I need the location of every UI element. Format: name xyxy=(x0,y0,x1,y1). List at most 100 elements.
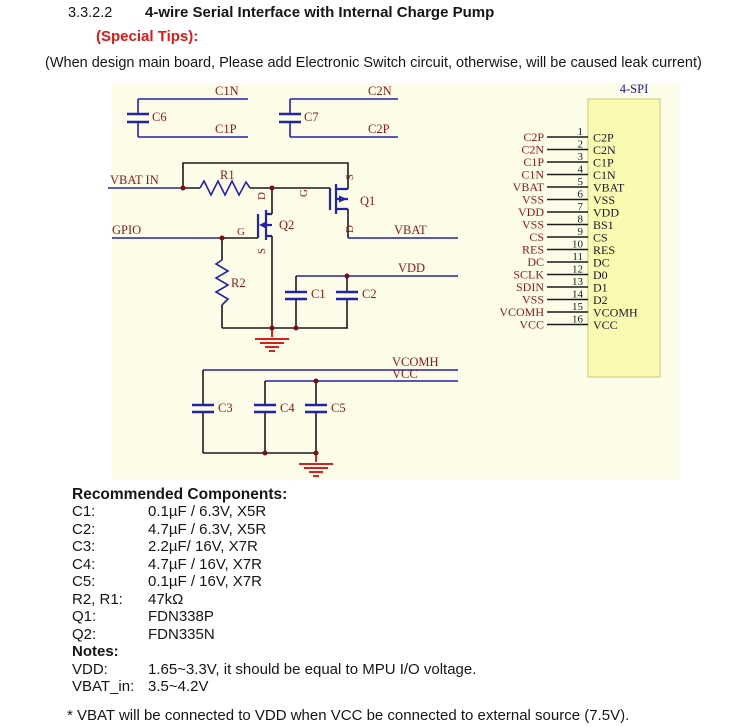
q2-pin-g-label: G xyxy=(237,226,245,238)
pin-number: 2 xyxy=(578,139,584,151)
ref-c7: C7 xyxy=(304,110,319,124)
pin-right-label: BS1 xyxy=(593,218,614,232)
component-value: 4.7µF / 16V, X7R xyxy=(148,555,262,573)
pin-number: 13 xyxy=(572,276,584,288)
c1-c2-capacitor-symbols xyxy=(285,290,358,301)
component-row: Notes: xyxy=(72,643,476,661)
component-label: Q1: xyxy=(72,608,97,625)
power-switch-circuit: VBAT IN GPIO VBAT VDD R1 R2 Q1 Q2 C1 C2 … xyxy=(108,162,458,352)
component-row: VDD:1.65~3.3V, it should be equal to MPU… xyxy=(72,661,476,679)
pin-number: 11 xyxy=(572,251,583,263)
pin-right-label: VDD xyxy=(593,206,619,220)
pin-right-label: VCOMH xyxy=(593,306,638,320)
q1-arrow-icon xyxy=(339,195,347,203)
pin-right-label: DC xyxy=(593,256,610,270)
pin-left-label: SDIN xyxy=(516,280,544,294)
pin-left-label: C1N xyxy=(521,168,544,182)
vcomh-vcc-section: VCOMH VCC C3 C4 C5 xyxy=(192,355,458,477)
pin-left-label: VCC xyxy=(519,318,544,332)
ref-c2: C2 xyxy=(362,287,377,301)
junction-dots-lower xyxy=(262,378,319,456)
pin-left-label: VSS xyxy=(522,218,544,232)
net-label-gpio: GPIO xyxy=(112,223,141,237)
connector-title: 4-SPI xyxy=(620,82,648,96)
connector-body xyxy=(587,98,661,378)
component-row: R2, R1:47kΩ xyxy=(72,591,476,609)
pin-right-label: VSS xyxy=(593,193,615,207)
component-label: VDD: xyxy=(72,660,108,678)
net-label-c2n: C2N xyxy=(368,84,392,98)
pin-left-label: DC xyxy=(527,255,544,269)
bypass-wire xyxy=(182,162,349,189)
q2-pin-s-label: S xyxy=(256,248,268,254)
pin-right-label: D2 xyxy=(593,293,608,307)
ref-c4: C4 xyxy=(280,401,295,415)
pin-number: 1 xyxy=(578,126,584,138)
ref-c3: C3 xyxy=(218,401,233,415)
net-label-c2p: C2P xyxy=(368,122,390,136)
c7-capacitor-symbol xyxy=(279,112,301,124)
pin-right-label: D1 xyxy=(593,281,608,295)
ground-symbol-1 xyxy=(255,328,289,352)
pin-right-label: C2N xyxy=(593,143,616,157)
pin-right-label: C1P xyxy=(593,156,614,170)
component-label: C4: xyxy=(72,555,96,573)
net-label-c1p: C1P xyxy=(215,122,237,136)
component-label: VBAT_in: xyxy=(72,678,135,695)
pin-number: 12 xyxy=(572,264,583,276)
pin-right-label: D0 xyxy=(593,268,608,282)
pin-number: 7 xyxy=(578,201,584,213)
pin-number: 9 xyxy=(578,226,584,238)
pin-right-label: C1N xyxy=(593,168,616,182)
special-tips-label: (Special Tips): xyxy=(96,28,199,45)
net-label-c1n: C1N xyxy=(215,84,239,98)
pin-left-label: VDD xyxy=(518,205,544,219)
component-label: C3: xyxy=(72,538,96,555)
interconnect-wires xyxy=(183,187,349,329)
warning-text: (When design main board, Please add Elec… xyxy=(45,55,702,71)
c3-c5-vertical-wires xyxy=(202,370,317,454)
component-value: 4.7µF / 6.3V, X5R xyxy=(148,520,267,538)
ref-r2: R2 xyxy=(231,276,246,290)
component-value: FDN335N xyxy=(148,625,215,643)
pin-right-label: C2P xyxy=(593,131,614,145)
resistor-r1-symbol xyxy=(199,179,251,197)
q1-mosfet-symbol xyxy=(328,184,348,214)
pin-number: 4 xyxy=(578,164,584,176)
pin-left-label: RES xyxy=(522,243,544,257)
ref-c1: C1 xyxy=(311,287,326,301)
q2-arrow-icon xyxy=(259,221,266,229)
component-label: C2: xyxy=(72,520,96,538)
component-label: Q2: xyxy=(72,625,97,643)
component-value: 47kΩ xyxy=(148,590,184,608)
component-row: Q1: FDN338P xyxy=(72,608,476,626)
footnote-text: * VBAT will be connected to VDD when VCC… xyxy=(67,707,630,724)
pin-right-label: RES xyxy=(593,243,615,257)
q1-pin-s-label: S xyxy=(344,174,356,180)
pin-left-label: C1P xyxy=(523,155,544,169)
component-row: C4: 4.7µF / 16V, X7R xyxy=(72,556,476,574)
pin-left-label: C2N xyxy=(521,143,544,157)
pin-left-label: VSS xyxy=(522,193,544,207)
net-label-vbat: VBAT xyxy=(394,223,427,237)
c1-c2-vertical-wires xyxy=(295,276,348,328)
pin-number: 16 xyxy=(572,314,584,326)
cap-c7-group: C2N C2P C7 xyxy=(279,84,398,138)
component-value: FDN338P xyxy=(148,608,214,625)
page-title: 4-wire Serial Interface with Internal Ch… xyxy=(145,4,495,21)
pin-left-label: VCOMH xyxy=(499,305,544,319)
ref-r1: R1 xyxy=(220,168,235,182)
pin-number: 5 xyxy=(578,176,584,188)
c7-wires xyxy=(289,98,398,138)
pin-right-label: CS xyxy=(593,231,608,245)
pin-left-label: CS xyxy=(529,230,544,244)
q2-pin-d-label: D xyxy=(256,192,268,200)
net-label-vbat-in: VBAT IN xyxy=(110,173,159,187)
c6-wires xyxy=(137,98,248,138)
ref-q1: Q1 xyxy=(360,194,375,208)
pin-number: 10 xyxy=(572,239,584,251)
component-row: C5:0.1µF / 16V, X7R xyxy=(72,573,476,591)
